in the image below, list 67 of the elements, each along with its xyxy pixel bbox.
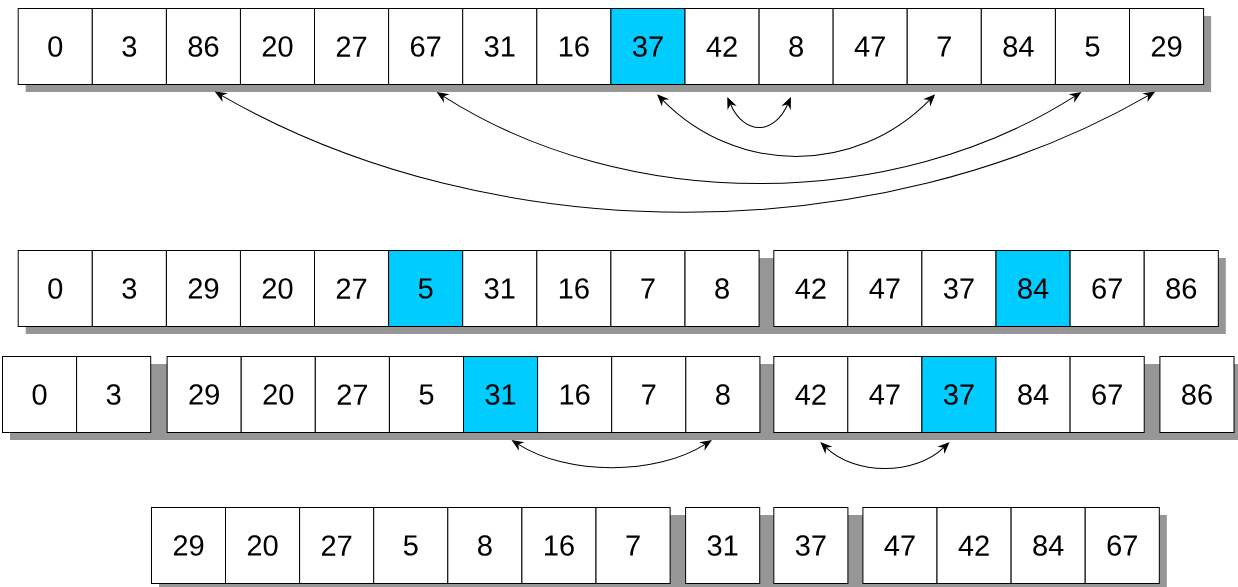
array-cell: 37: [921, 356, 997, 433]
array-cell: 42: [936, 507, 1012, 584]
array-cell: 5: [373, 507, 449, 584]
array-cell: 16: [536, 250, 612, 327]
array-cell: 0: [17, 250, 93, 327]
array-cell: 27: [314, 250, 390, 327]
array-cell: 7: [595, 507, 671, 584]
array-cell: 5: [388, 250, 464, 327]
array-cell: 5: [1054, 8, 1130, 85]
array-cell: 8: [447, 507, 523, 584]
array-cell: 86: [165, 8, 241, 85]
array-cell: 7: [906, 8, 982, 85]
arrow: [512, 440, 712, 469]
array-cell: 7: [611, 356, 687, 433]
arrow: [727, 97, 791, 129]
array-cell: 84: [995, 356, 1071, 433]
array-cell: 42: [773, 250, 849, 327]
array-cell: 8: [758, 8, 834, 85]
array-cell: 47: [847, 356, 923, 433]
array-cell: 20: [239, 8, 315, 85]
array-cell: 86: [1143, 250, 1219, 327]
array-cell: 31: [685, 507, 761, 584]
array-cell: 84: [995, 250, 1071, 327]
array-cell: 84: [1010, 507, 1086, 584]
array-cell: 42: [773, 356, 849, 433]
array-cell: 8: [685, 356, 761, 433]
array-cell: 47: [832, 8, 908, 85]
array-cell: 3: [91, 250, 167, 327]
array-cell: 47: [847, 250, 923, 327]
array-cell: 8: [684, 250, 760, 327]
array-cell: 5: [388, 356, 464, 433]
arrow: [215, 91, 1155, 213]
array-cell: 67: [1069, 250, 1145, 327]
array-cell: 16: [537, 356, 613, 433]
arrow: [437, 92, 1081, 185]
array-cell: 31: [462, 8, 538, 85]
array-cell: 37: [610, 8, 686, 85]
array-cell: 42: [684, 8, 760, 85]
array-cell: 29: [166, 356, 242, 433]
array-cell: 29: [1129, 8, 1205, 85]
array-cell: 27: [299, 507, 375, 584]
array-cell: 7: [610, 250, 686, 327]
array-cell: 29: [165, 250, 241, 327]
array-cell: 20: [240, 356, 316, 433]
array-cell: 0: [2, 356, 78, 433]
array-cell: 67: [1069, 356, 1145, 433]
array-cell: 0: [17, 8, 93, 85]
array-cell: 29: [151, 507, 227, 584]
array-cell: 27: [314, 8, 390, 85]
array-cell: 16: [536, 8, 612, 85]
array-cell: 37: [921, 250, 997, 327]
array-cell: 3: [76, 356, 152, 433]
array-cell: 3: [91, 8, 167, 85]
array-cell: 16: [521, 507, 597, 584]
array-cell: 67: [388, 8, 464, 85]
array-cell: 20: [225, 507, 301, 584]
array-cell: 86: [1159, 356, 1235, 433]
array-cell: 31: [462, 250, 538, 327]
arrow: [657, 94, 935, 157]
array-cell: 37: [773, 507, 849, 584]
array-cell: 47: [862, 507, 938, 584]
array-cell: 31: [463, 356, 539, 433]
array-cell: 20: [239, 250, 315, 327]
array-cell: 84: [980, 8, 1056, 85]
array-cell: 67: [1084, 507, 1160, 584]
arrow: [820, 442, 950, 470]
array-cell: 27: [314, 356, 390, 433]
